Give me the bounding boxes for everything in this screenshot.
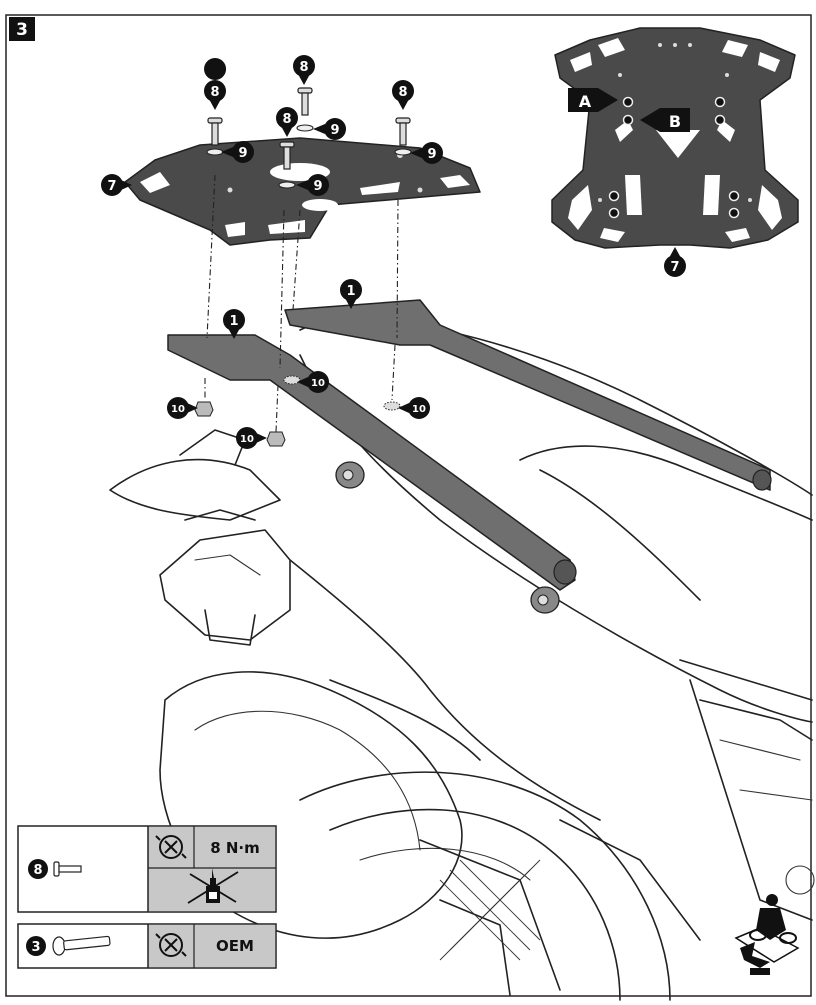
mount-bushing bbox=[335, 461, 560, 614]
label-a: A bbox=[568, 88, 618, 112]
no-threadlocker-icon bbox=[187, 868, 239, 904]
callout-7-plate: 7 bbox=[101, 174, 132, 196]
callout-9-a: 9 bbox=[313, 118, 346, 140]
svg-text:7: 7 bbox=[670, 260, 679, 275]
callout-8-right: 8 bbox=[392, 80, 414, 110]
callout-8-top: 8 bbox=[293, 55, 315, 85]
plate-inset-view bbox=[551, 27, 799, 249]
callout-10-b: 10 bbox=[167, 397, 198, 419]
svg-text:10: 10 bbox=[171, 404, 185, 415]
rear-rail-left bbox=[167, 334, 577, 591]
spec-row1-torque: 8 N·m bbox=[210, 839, 260, 857]
torque-wrench-icon bbox=[155, 835, 187, 859]
callout-1-left: 1 bbox=[223, 309, 245, 339]
bolt-8-group bbox=[207, 87, 411, 170]
assembly-guides bbox=[204, 174, 399, 433]
svg-text:7: 7 bbox=[107, 179, 116, 194]
svg-text:B: B bbox=[669, 112, 681, 131]
svg-text:9: 9 bbox=[313, 179, 322, 194]
callout-10-c: 10 bbox=[398, 397, 430, 419]
svg-text:9: 9 bbox=[238, 146, 247, 161]
wheel-spokes bbox=[439, 859, 541, 961]
svg-text:A: A bbox=[579, 92, 592, 111]
spec-table-row2: 3 OEM bbox=[17, 923, 277, 969]
svg-text:9: 9 bbox=[330, 123, 339, 138]
callout-10-a: 10 bbox=[297, 371, 329, 393]
callout-10-d: 10 bbox=[236, 427, 267, 449]
callout-8-left: 8 bbox=[204, 58, 227, 110]
bolt-icon bbox=[53, 861, 82, 877]
svg-text:8: 8 bbox=[210, 85, 219, 100]
step-badge: 3 bbox=[9, 17, 35, 41]
svg-text:9: 9 bbox=[427, 147, 436, 162]
svg-text:8: 8 bbox=[299, 60, 308, 75]
long-bolt-icon bbox=[52, 935, 111, 956]
torque-wrench-icon bbox=[155, 933, 187, 957]
callout-1-right: 1 bbox=[340, 279, 362, 309]
svg-text:8: 8 bbox=[282, 112, 291, 127]
callout-9-d: 9 bbox=[296, 174, 329, 196]
callout-7-inset: 7 bbox=[664, 247, 686, 277]
svg-text:1: 1 bbox=[229, 314, 238, 329]
rider-direction-icon bbox=[734, 894, 800, 975]
washer-9-group bbox=[206, 124, 412, 189]
step-number: 3 bbox=[16, 20, 28, 40]
spec-row2-torque: OEM bbox=[216, 937, 254, 955]
svg-text:8: 8 bbox=[398, 85, 407, 100]
spec-row1-part: 8 bbox=[28, 859, 82, 879]
callout-9-c: 9 bbox=[410, 142, 443, 164]
spec-table: 8 8 N·m bbox=[17, 825, 277, 913]
page-border bbox=[5, 14, 812, 997]
rear-rail-right bbox=[284, 299, 772, 491]
svg-text:10: 10 bbox=[240, 434, 254, 445]
svg-text:8: 8 bbox=[33, 863, 42, 878]
nut-10-group bbox=[194, 375, 401, 447]
svg-text:1: 1 bbox=[346, 284, 355, 299]
svg-text:10: 10 bbox=[311, 378, 325, 389]
label-b: B bbox=[640, 108, 690, 132]
svg-text:10: 10 bbox=[412, 404, 426, 415]
spec-row2-part: 3 bbox=[31, 940, 40, 955]
callout-8-center: 8 bbox=[276, 107, 298, 137]
callout-9-b: 9 bbox=[221, 141, 254, 163]
